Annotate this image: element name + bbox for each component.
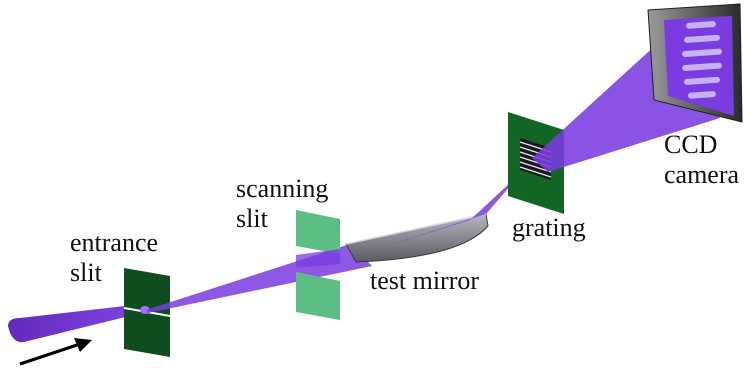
- scanning-slit-lower: [296, 272, 340, 320]
- input-beam: [8, 304, 146, 343]
- test-mirror-label: test mirror: [370, 266, 480, 295]
- ccd-fringes: [682, 21, 722, 99]
- grating-label: grating: [512, 213, 586, 242]
- arrow-icon: [19, 338, 92, 366]
- entrance-slit-label-line2: slit: [70, 258, 102, 287]
- test-mirror-edge: [345, 213, 487, 245]
- scanning-slit-label-line1: scanning: [236, 174, 329, 203]
- entrance-slit-label-line1: entrance: [70, 228, 159, 257]
- scanning-slit-upper: [296, 210, 340, 254]
- entrance-slit-label: entrance slit: [70, 228, 158, 288]
- ccd-camera-label-line1: CCD: [664, 130, 718, 159]
- scanning-slit-label-line2: slit: [236, 204, 268, 233]
- ccd-camera-label-line2: camera: [664, 160, 740, 189]
- beam-through-scanning-slit: [296, 249, 340, 268]
- test-mirror: [345, 213, 489, 263]
- ccd-camera-label: CCD camera: [664, 130, 739, 190]
- scanning-slit-label: scanning slit: [236, 174, 328, 234]
